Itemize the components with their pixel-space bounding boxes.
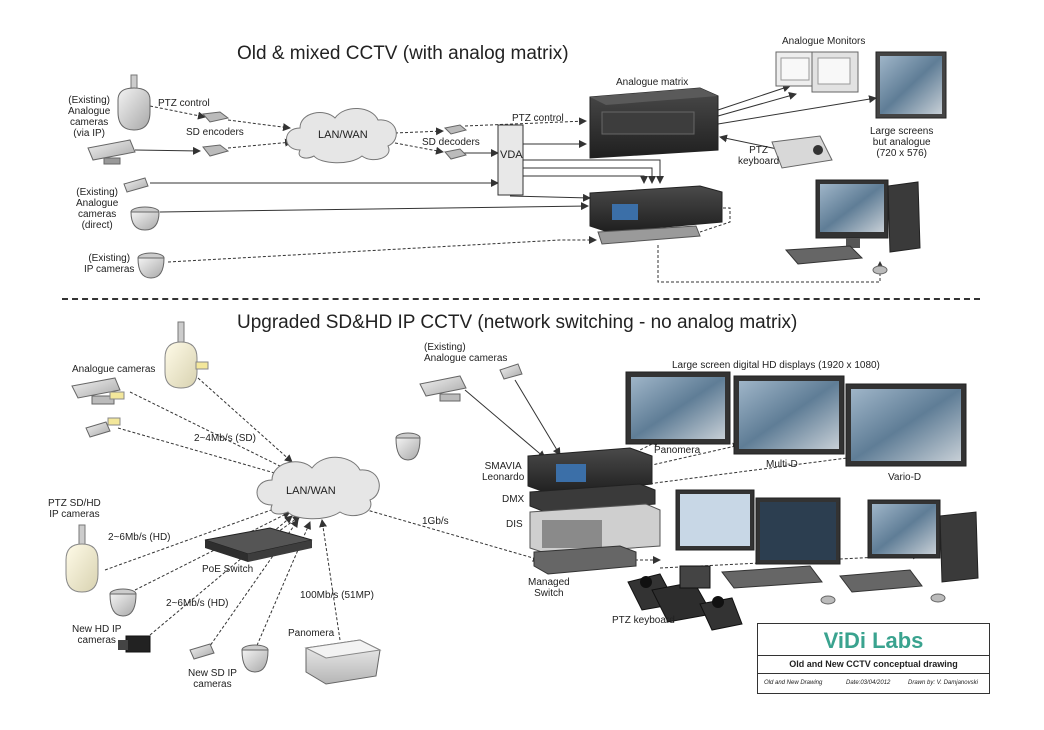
- managed-switch-label: Managed Switch: [528, 577, 570, 599]
- analogue-matrix-device: [589, 87, 719, 159]
- vda-box: [497, 124, 524, 196]
- ptz-sd-hd-label: PTZ SD/HD IP cameras: [48, 498, 101, 520]
- analogue-camera-icon: [123, 177, 149, 193]
- section-divider: [62, 298, 980, 300]
- title-block: ViDi Labs Old and New CCTV conceptual dr…: [757, 623, 990, 694]
- dis-label: DIS: [506, 519, 523, 530]
- box-camera-icon: [87, 139, 136, 165]
- vda-label: VDA: [500, 149, 523, 161]
- ptz-keyboard-bottom-icon: [627, 565, 743, 631]
- new-sd-ip-label: New SD IP cameras: [188, 668, 237, 690]
- vario-d-display: [845, 383, 967, 467]
- multi-d-label: Multi-D: [766, 459, 798, 470]
- sd-ip-camera-icon: [189, 643, 215, 660]
- sd-decoder-icon: [443, 124, 468, 160]
- ptz-keyboard-top-label: PTZ keyboard: [738, 145, 780, 167]
- old-section-title: Old & mixed CCTV (with analog matrix): [237, 43, 569, 64]
- existing-dome-bottom-icon: [395, 432, 421, 461]
- new-section-title: Upgraded SD&HD IP CCTV (network switchin…: [237, 312, 798, 333]
- sd-dome-camera-icon: [241, 644, 269, 673]
- ptz-control-matrix-label: PTZ control: [512, 113, 564, 124]
- dmx-label: DMX: [502, 494, 525, 505]
- title-subtitle: Old and New CCTV conceptual drawing: [789, 659, 958, 669]
- existing-analogue-box-camera-icon: [419, 363, 523, 402]
- poe-switch-device: [204, 527, 313, 562]
- ptz-analogue-dome-icon: [164, 321, 209, 389]
- analogue-monitors-icon: [775, 51, 859, 93]
- sd-encoder-icon: [201, 111, 230, 157]
- small-analogue-camera-icon: [85, 417, 121, 438]
- analogue-monitors-label: Analogue Monitors: [782, 36, 866, 47]
- rate-100-label: 100Mb/s (51MP): [300, 590, 374, 601]
- smavia-leonardo-label: SMAVIA Leonardo: [482, 461, 525, 483]
- analogue-box-camera-icon: [71, 377, 125, 405]
- poe-switch-label: PoE Switch: [202, 564, 254, 575]
- sd-decoders-label: SD decoders: [422, 137, 480, 148]
- ptz-keyboard-bottom-label: PTZ keyboard: [612, 615, 675, 626]
- panomera-device-label: Panomera: [288, 628, 335, 639]
- workstation-bottom-1: [675, 489, 841, 605]
- workstation-bottom-2: [839, 499, 979, 603]
- title-foot-date: Date:03/04/2012: [846, 680, 891, 686]
- panomera-device: [304, 639, 382, 685]
- title-foot-left: Old and New Drawing: [764, 680, 823, 686]
- existing-ip-cameras-label: (Existing) IP cameras: [84, 253, 135, 275]
- existing-analogue-direct-label: (Existing) Analogue cameras (direct): [76, 187, 119, 231]
- vario-d-label: Vario-D: [888, 472, 922, 483]
- sd-encoders-label: SD encoders: [186, 127, 244, 138]
- hd-box-camera-icon: [118, 635, 151, 653]
- lan-wan-top-label: LAN/WAN: [318, 129, 368, 141]
- analogue-matrix-label: Analogue matrix: [616, 77, 689, 88]
- title-foot-author: Drawn by: V. Damjanovski: [908, 680, 978, 686]
- existing-analogue-ip-label: (Existing) Analogue cameras (via IP): [68, 95, 111, 139]
- lan-wan-cloud-bottom: [256, 456, 380, 520]
- ptz-ip-dome-icon: [65, 524, 99, 593]
- rate-1g-label: 1Gb/s: [422, 516, 449, 527]
- ptz-keyboard-icon: [771, 135, 833, 169]
- ptz-control-top-label: PTZ control: [158, 98, 210, 109]
- large-screens-analogue-label: Large screens but analogue (720 x 576): [870, 126, 934, 159]
- panomera-screen-label: Panomera: [654, 445, 701, 456]
- ip-dome-camera-icon: [137, 252, 165, 279]
- dis-device: [529, 503, 661, 555]
- dmx-device: [529, 483, 656, 513]
- analogue-cameras-label: Analogue cameras: [72, 364, 156, 375]
- new-solid-connections: [464, 379, 561, 459]
- old-connections: [134, 84, 884, 283]
- rate-sd-label: 2~4Mb/s (SD): [194, 433, 256, 444]
- new-hd-ip-label: New HD IP cameras: [72, 624, 122, 646]
- lan-wan-cloud-top: [286, 108, 397, 164]
- workstation-top: [784, 179, 921, 275]
- rate-hd-2-label: 2~6Mb/s (HD): [166, 598, 229, 609]
- smavia-leonardo-device: [527, 447, 653, 495]
- ptz-dome-camera-icon: [117, 74, 151, 131]
- existing-analogue-bottom-label: (Existing) Analogue cameras: [424, 342, 508, 364]
- dvr-device: [589, 185, 723, 245]
- large-analogue-screen: [875, 51, 947, 119]
- hd-dome-camera-icon: [109, 588, 137, 617]
- panomera-display: [625, 371, 731, 445]
- rate-hd-1-label: 2~6Mb/s (HD): [108, 532, 171, 543]
- lan-wan-bottom-label: LAN/WAN: [286, 485, 336, 497]
- dome-camera-icon: [130, 206, 160, 231]
- title-rule-1: [758, 655, 989, 656]
- multi-d-display: [733, 375, 845, 455]
- managed-switch-device: [533, 545, 637, 575]
- brand-logo: ViDi Labs: [823, 628, 924, 653]
- new-connections: [104, 377, 921, 654]
- large-hd-displays-label: Large screen digital HD displays (1920 x…: [672, 360, 880, 371]
- title-rule-2: [758, 673, 989, 674]
